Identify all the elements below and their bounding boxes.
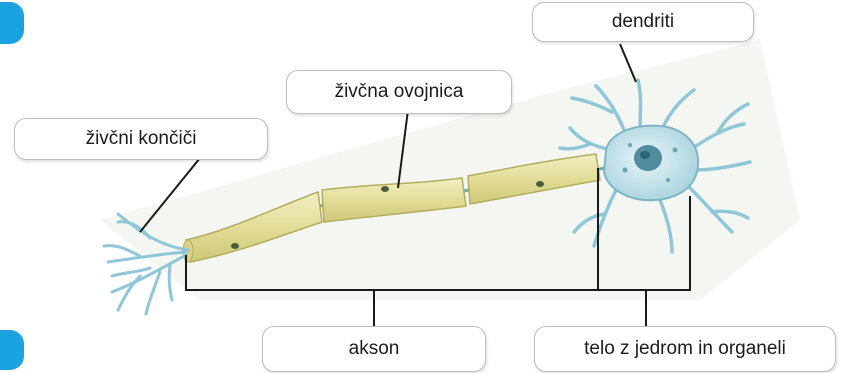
- label-dendrites: dendriti: [532, 2, 754, 42]
- label-cell-body: telo z jedrom in organeli: [534, 326, 836, 372]
- cell-body: [604, 126, 698, 201]
- label-axon: akson: [262, 326, 486, 372]
- label-myelin-sheath: živčna ovojnica: [286, 70, 512, 114]
- label-nerve-endings: živčni končiči: [14, 118, 268, 160]
